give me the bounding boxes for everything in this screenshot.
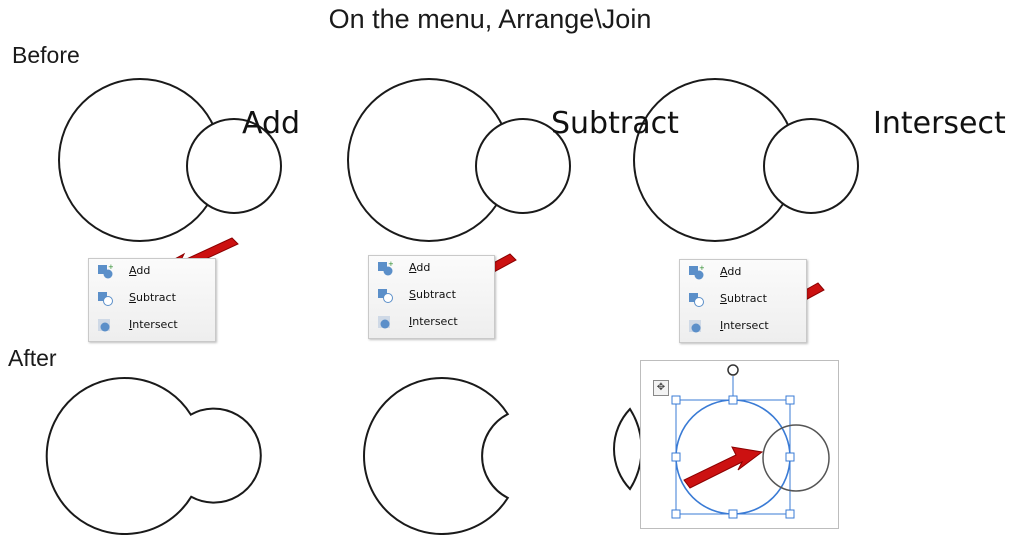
intersect-selection-panel bbox=[640, 360, 839, 529]
op-label-subtract: Subtract bbox=[551, 106, 679, 141]
before-intersect-shapes bbox=[633, 78, 859, 242]
after-label: After bbox=[8, 345, 57, 371]
menu-item-intersect[interactable]: Intersect bbox=[89, 314, 215, 336]
intersect-shapes-icon bbox=[98, 319, 110, 332]
menu-item-add-label: Add bbox=[409, 261, 431, 274]
rotate-handle-icon[interactable] bbox=[727, 364, 739, 376]
menu-item-subtract-label: Subtract bbox=[720, 292, 767, 305]
svg-text:+: + bbox=[699, 264, 704, 272]
menu-item-subtract-label: Subtract bbox=[129, 291, 176, 304]
svg-text:+: + bbox=[108, 263, 113, 271]
move-handle-icon[interactable]: ✥ bbox=[653, 380, 669, 396]
menu-item-intersect-label: Intersect bbox=[720, 319, 769, 332]
before-subtract-shapes bbox=[347, 78, 571, 242]
intersect-shapes-icon bbox=[689, 320, 701, 333]
subtract-shapes-icon bbox=[689, 293, 704, 307]
menu-item-subtract-label: Subtract bbox=[409, 288, 456, 301]
after-subtract-result-shape bbox=[363, 377, 510, 535]
svg-text:+: + bbox=[388, 260, 393, 268]
second-circle[interactable] bbox=[762, 424, 830, 492]
menu-item-add[interactable]: + Add bbox=[680, 261, 806, 283]
menu-item-add-label: Add bbox=[129, 264, 151, 277]
intersect-shapes-icon bbox=[378, 316, 390, 329]
after-add-union-shape bbox=[45, 377, 262, 535]
menu-item-subtract[interactable]: Subtract bbox=[369, 284, 494, 306]
menu-item-add[interactable]: + Add bbox=[369, 257, 494, 279]
arrow-to-selection bbox=[683, 446, 764, 489]
before-add-shapes bbox=[58, 78, 282, 242]
subtract-shapes-icon bbox=[98, 292, 113, 306]
add-shapes-icon: + bbox=[98, 263, 113, 279]
add-shapes-icon: + bbox=[378, 260, 393, 276]
op-label-intersect: Intersect bbox=[873, 106, 1006, 141]
menu-item-intersect[interactable]: Intersect bbox=[369, 311, 494, 333]
subtract-shapes-icon bbox=[378, 289, 393, 303]
menu-item-add[interactable]: + Add bbox=[89, 260, 215, 282]
arrange-join-menu-1: + Add Subtract Intersect bbox=[88, 258, 216, 342]
menu-item-intersect-label: Intersect bbox=[129, 318, 178, 331]
before-label: Before bbox=[12, 42, 80, 68]
menu-item-intersect-label: Intersect bbox=[409, 315, 458, 328]
diagram-title: On the menu, Arrange\Join bbox=[328, 4, 652, 34]
menu-item-intersect[interactable]: Intersect bbox=[680, 315, 806, 337]
arrange-join-menu-2: + Add Subtract Intersect bbox=[368, 255, 495, 339]
arrange-join-menu-3: + Add Subtract Intersect bbox=[679, 259, 807, 343]
menu-item-subtract[interactable]: Subtract bbox=[680, 288, 806, 310]
resize-handles[interactable] bbox=[671, 395, 795, 519]
menu-item-subtract[interactable]: Subtract bbox=[89, 287, 215, 309]
op-label-add: Add bbox=[242, 106, 301, 141]
menu-item-add-label: Add bbox=[720, 265, 742, 278]
add-shapes-icon: + bbox=[689, 264, 704, 280]
